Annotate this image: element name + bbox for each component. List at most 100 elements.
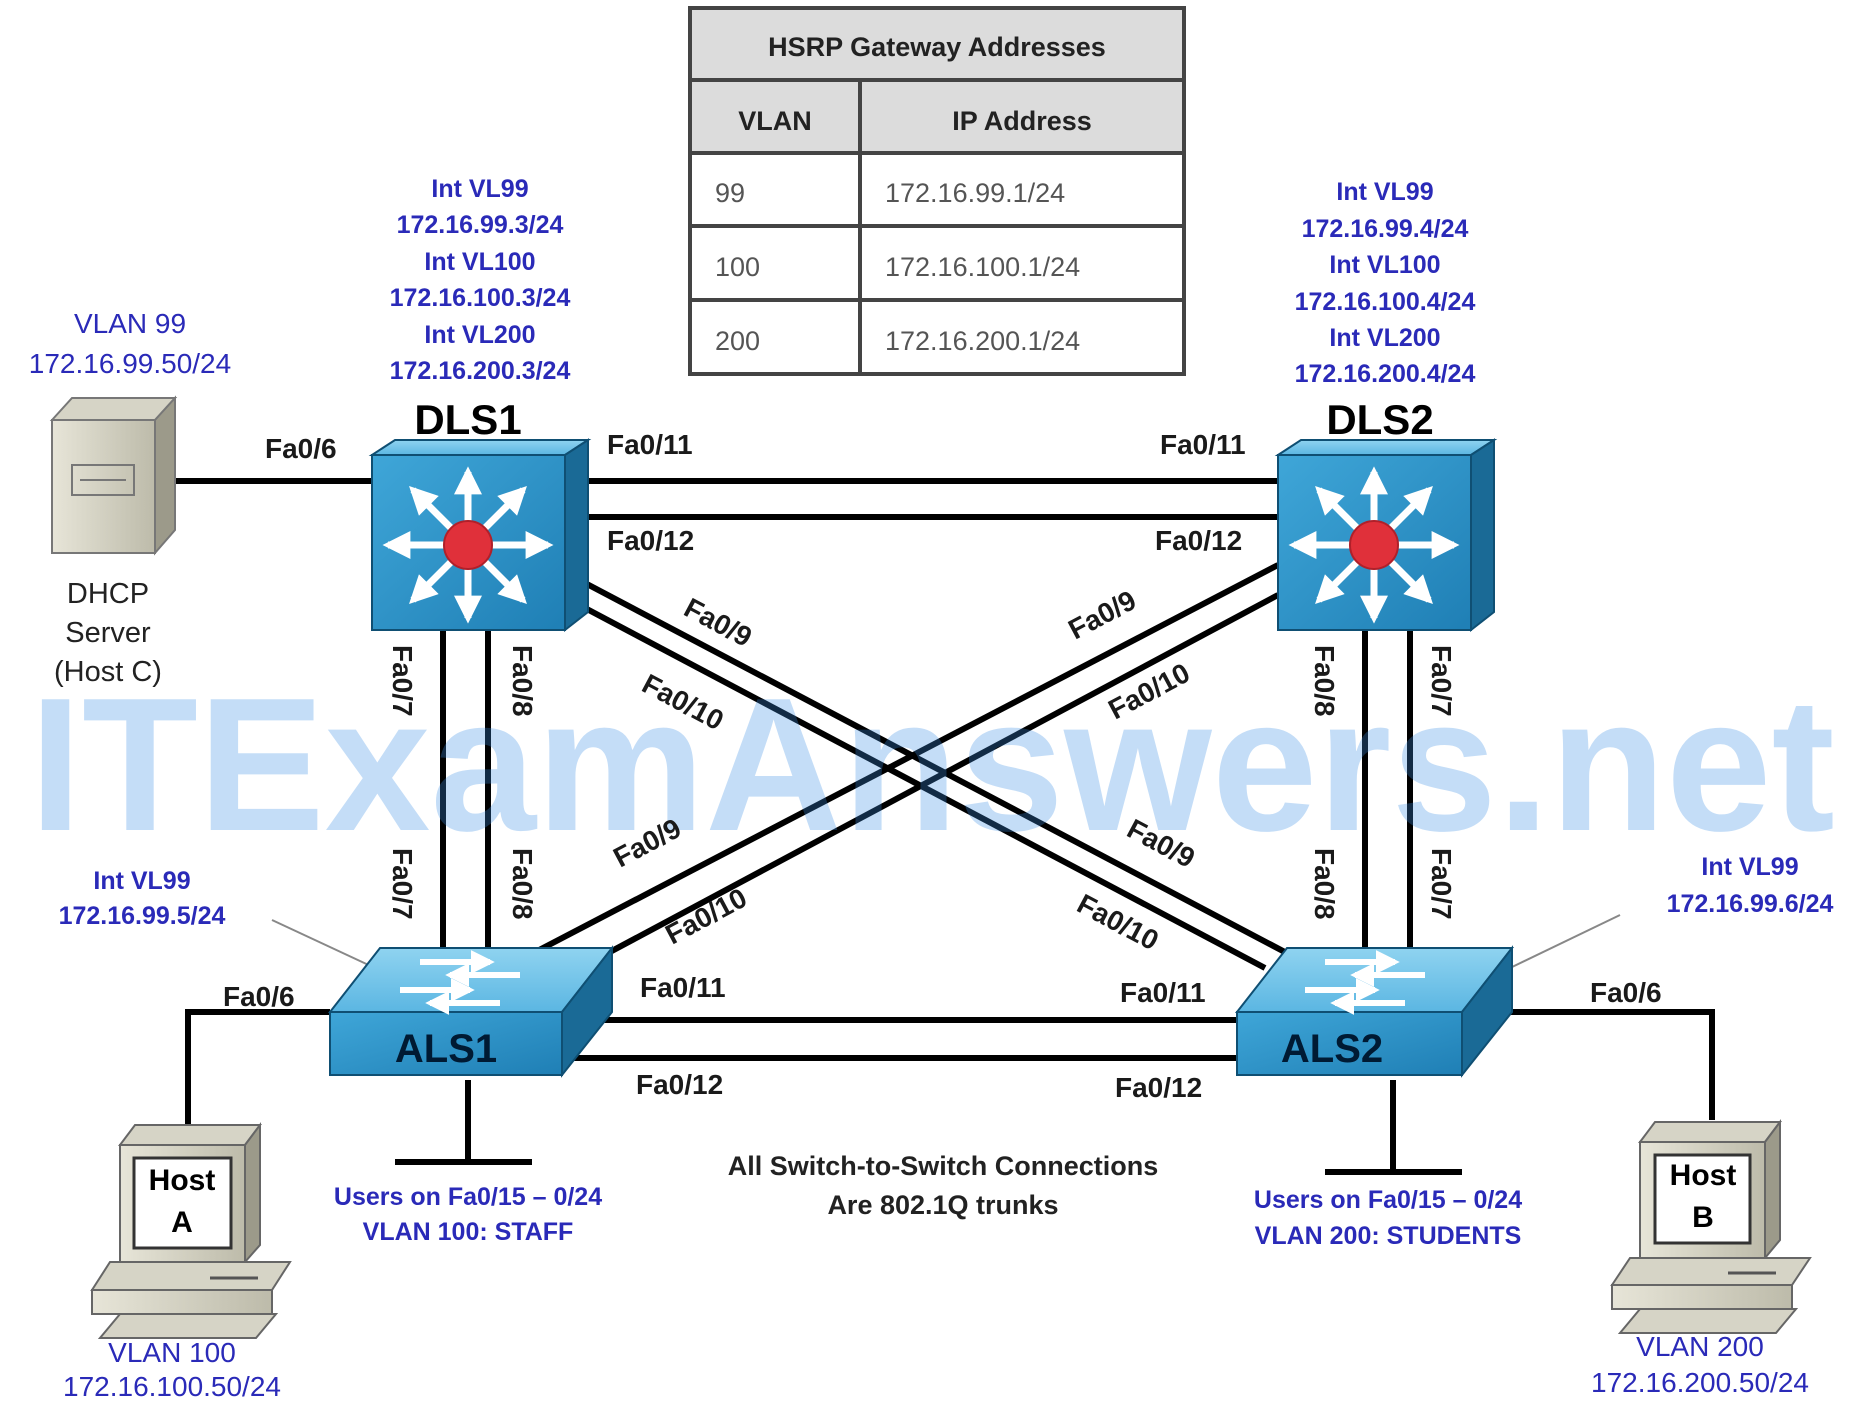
host-b-vlan: VLAN 200 [1636,1331,1764,1362]
keyboard-icon [1617,1308,1799,1334]
als2-int-2: 172.16.99.6/24 [1667,890,1834,918]
port-dls1-fa011: Fa0/11 [607,429,693,460]
dls1-int-5: Int VL200 [424,321,535,349]
als1-int-1: Int VL99 [93,867,190,895]
als1-users-label: Users on Fa0/15 – 0/24 VLAN 100: STAFF [334,1183,602,1246]
dls2-int-4: 172.16.100.4/24 [1295,288,1476,316]
drive-bay-icon [71,464,135,496]
host-a-ip: 172.16.100.50/24 [63,1371,281,1401]
router-core-dot [443,520,493,570]
hsrp-row1-vlan: 99 [715,178,745,208]
als1-interfaces: Int VL99 172.16.99.5/24 [59,867,226,930]
link-dls1-als2-fa010 [583,605,1267,971]
hsrp-row2-ip: 172.16.100.1/24 [885,252,1080,282]
dls1-int-3: Int VL100 [424,248,535,276]
dls2-switch[interactable]: DLS2 [1274,396,1498,633]
port-als2-fa08: Fa0/8 [1309,848,1340,920]
dls2-int-5: Int VL200 [1329,324,1440,352]
port-dls2-fa012: Fa0/12 [1155,525,1242,556]
als1-switch[interactable]: ALS1 [327,945,615,1078]
link-als2-hostb [1505,1009,1715,1120]
port-dls2-fa08: Fa0/8 [1309,645,1340,717]
link-dls2-als1-fa09 [518,562,1280,963]
router-core-dot [1349,520,1399,570]
port-dls1-fa07: Fa0/7 [387,645,418,717]
als2-users-range: Users on Fa0/15 – 0/24 [1254,1186,1522,1214]
dls2-int-2: 172.16.99.4/24 [1302,215,1469,243]
server-addressing: VLAN 99 172.16.99.50/24 [29,308,231,379]
server-label-2: Server [65,617,151,649]
server-vlan: VLAN 99 [74,308,186,339]
port-dls2-fa011: Fa0/11 [1160,429,1246,460]
trunk-note-line-1: All Switch-to-Switch Connections [728,1151,1159,1181]
als2-switch[interactable]: ALS2 [1234,945,1515,1078]
dls1-int-2: 172.16.99.3/24 [397,211,564,239]
host-a-pc[interactable]: Host A VLAN 100 172.16.100.50/24 [63,1122,292,1401]
als2-interfaces: Int VL99 172.16.99.6/24 [1667,853,1834,918]
hsrp-table: HSRP Gateway Addresses VLAN IP Address 9… [688,6,1186,376]
port-als2-fa012: Fa0/12 [1115,1072,1202,1103]
port-dls2-fa07: Fa0/7 [1426,645,1457,717]
dls1-name: DLS1 [414,396,521,443]
port-als1-fa011: Fa0/11 [640,972,726,1003]
port-als2-fa06: Fa0/6 [1590,977,1662,1008]
host-b-label-1: Host [1670,1159,1737,1192]
dhcp-server[interactable]: DHCP Server (Host C) [49,395,178,688]
port-dls2-fa09: Fa0/9 [1063,584,1141,645]
dls1-int-4: 172.16.100.3/24 [390,284,571,312]
port-als2-fa011: Fa0/11 [1120,977,1206,1008]
port-als2-fa010: Fa0/10 [1072,888,1164,956]
server-label-3: (Host C) [54,656,162,688]
watermark: ITExamAnswers.net [29,659,1835,871]
hsrp-table-title: HSRP Gateway Addresses [768,32,1106,62]
port-dls1-fa012: Fa0/12 [607,525,694,556]
host-b-ip: 172.16.200.50/24 [1591,1367,1809,1398]
dls1-interfaces: Int VL99 172.16.99.3/24 Int VL100 172.16… [390,175,571,385]
trunk-note-line-2: Are 802.1Q trunks [827,1190,1058,1220]
als1-users-range: Users on Fa0/15 – 0/24 [334,1183,602,1211]
port-dls1-fa06: Fa0/6 [265,433,337,464]
monitor-screen-icon [132,1156,233,1250]
hsrp-header-vlan: VLAN [738,106,812,136]
port-als2-fa07: Fa0/7 [1426,848,1457,920]
host-b-label-2: B [1692,1201,1714,1234]
keyboard-icon [97,1313,279,1339]
server-label-1: DHCP [67,578,149,610]
hsrp-row3-vlan: 200 [715,326,760,356]
port-dls1-fa09: Fa0/9 [679,592,757,653]
link-dls2-als1-fa010 [578,592,1280,971]
dls1-switch[interactable]: DLS1 [368,396,592,633]
port-als1-fa06: Fa0/6 [223,981,295,1012]
port-als1-fa08: Fa0/8 [507,848,538,920]
switch-arrows-icon [1305,950,1425,1015]
switch-arrows-icon [400,950,520,1015]
host-b-pc[interactable]: Host B VLAN 200 172.16.200.50/24 [1591,1119,1812,1398]
callout-als1 [271,919,376,969]
als1-users-vlan: VLAN 100: STAFF [363,1218,574,1246]
server-ip: 172.16.99.50/24 [29,348,231,379]
port-als1-fa07: Fa0/7 [387,848,418,920]
monitor-screen-icon [1653,1153,1752,1245]
port-dls1-fa08: Fa0/8 [507,645,538,717]
host-a-label-1: Host [149,1164,216,1197]
dls1-int-1: Int VL99 [431,175,528,203]
als2-name: ALS2 [1281,1027,1383,1071]
als2-int-1: Int VL99 [1701,853,1798,881]
als2-users-vlan: VLAN 200: STUDENTS [1255,1222,1522,1250]
host-a-label-2: A [171,1206,193,1239]
trunk-note: All Switch-to-Switch Connections Are 802… [728,1151,1159,1220]
link-als1-hosta [185,1009,330,1125]
dls2-int-3: Int VL100 [1329,251,1440,279]
dls2-interfaces: Int VL99 172.16.99.4/24 Int VL100 172.16… [1295,178,1476,388]
hsrp-header-ip: IP Address [952,106,1092,136]
dls1-int-6: 172.16.200.3/24 [390,357,571,385]
host-a-vlan: VLAN 100 [108,1337,236,1368]
callout-als2 [1509,914,1621,969]
port-als1-fa012: Fa0/12 [636,1069,723,1100]
als1-int-2: 172.16.99.5/24 [59,902,226,930]
dls2-int-6: 172.16.200.4/24 [1295,360,1476,388]
als2-users-label: Users on Fa0/15 – 0/24 VLAN 200: STUDENT… [1254,1186,1522,1250]
hsrp-row2-vlan: 100 [715,252,760,282]
dls2-name: DLS2 [1326,396,1433,443]
